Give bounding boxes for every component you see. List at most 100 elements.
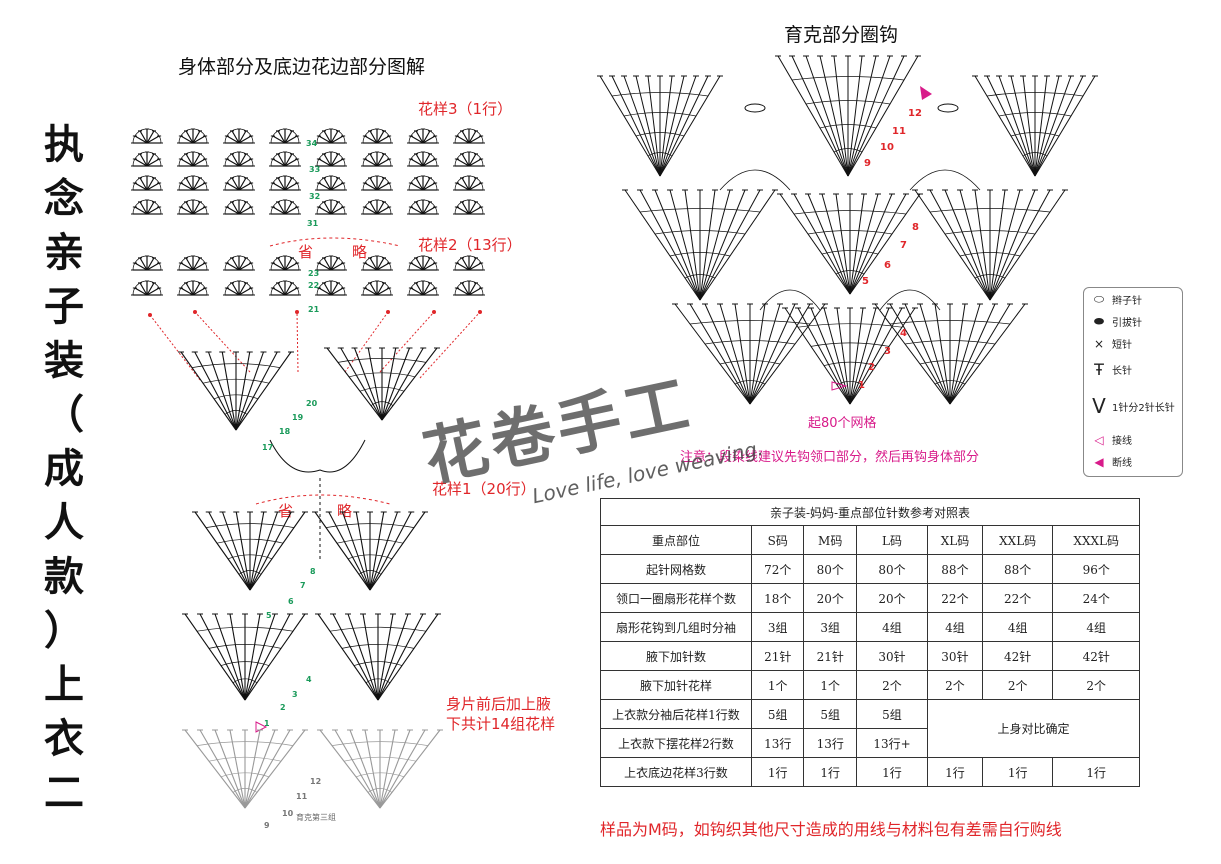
stitch-line (277, 201, 286, 215)
chain-arc (734, 380, 766, 385)
stitch-line (989, 189, 1051, 301)
omit-mark: 略 (337, 502, 353, 520)
stitch-line (377, 613, 394, 701)
chain-arc (689, 320, 811, 325)
chain-arc (359, 386, 405, 392)
table-cell: 1个 (803, 670, 857, 700)
legend-label: 引拔针 (1112, 318, 1142, 329)
chain-arc (367, 788, 393, 793)
stitch-line (319, 729, 381, 809)
legend-item: ⬬引拔针 (1088, 314, 1142, 329)
stitch-line (332, 613, 379, 701)
stitch-line (146, 206, 160, 215)
stitch-line (139, 201, 148, 215)
chain-arc (270, 175, 300, 191)
stitch-line (699, 189, 761, 301)
row-number: 10 (282, 809, 294, 818)
stitch-line (185, 130, 194, 144)
table-cell: 18个 (750, 583, 805, 613)
chain-arc (959, 252, 1021, 257)
vertical-title-char: 子 (44, 283, 84, 330)
vertical-title-char: ） (44, 607, 84, 654)
stitch-line (318, 287, 332, 296)
stitch-line (180, 351, 237, 431)
chain-arc (224, 128, 254, 144)
chain-arc (919, 360, 981, 365)
stitch-line (272, 262, 286, 271)
stitch-line (376, 257, 385, 271)
chain-arc (316, 128, 346, 144)
stitch-line (134, 206, 148, 215)
chain-arc (944, 230, 1036, 235)
omission-arc (255, 494, 391, 505)
row-number: 11 (296, 792, 308, 801)
table-cell: 3组 (803, 612, 857, 642)
row-number: 3 (884, 346, 891, 357)
table-cell: 72个 (750, 554, 805, 584)
stitch-line (180, 135, 194, 144)
chain-arc (370, 401, 394, 406)
stitch-line (669, 189, 701, 301)
stitch-line (244, 613, 291, 701)
table-cell: 腋下加针数 (600, 641, 752, 671)
stitch-line (244, 613, 306, 701)
stitch-line (284, 182, 298, 191)
stitch-line (468, 206, 482, 215)
body-chart-heading: 身体部分及底边花边部分图解 (178, 56, 426, 78)
vertical-title-char: 款 (44, 553, 84, 600)
attention-note: 注意：段染线建议先钩领口部分，然后再钩身体部分 (680, 450, 980, 465)
stitch-line (323, 153, 332, 167)
stitch-line (231, 177, 240, 191)
stitch-line (833, 55, 849, 177)
chain-stitch-icon (744, 103, 766, 113)
stitch-line (139, 257, 148, 271)
chain-arc (358, 570, 382, 575)
stitch-line (422, 262, 436, 271)
brand-watermark: 花卷手工 Love life, love weaving. (417, 366, 765, 508)
stitch-line (456, 206, 470, 215)
pattern-arrow (419, 311, 481, 379)
stitch-line (323, 257, 332, 271)
stitch-line (367, 347, 383, 421)
chain-arc (408, 255, 438, 271)
table-cell: 2个 (927, 670, 983, 700)
stitch-line (184, 613, 246, 701)
stitch-line (974, 189, 991, 301)
stitch-line (146, 153, 155, 167)
stitch-line (377, 613, 439, 701)
stitch-line (369, 177, 378, 191)
stitch-line (376, 182, 390, 191)
stitch-line (415, 201, 424, 215)
table-cell: 20个 (803, 583, 857, 613)
row-number: 19 (292, 413, 304, 422)
legend-label: 断线 (1112, 458, 1132, 469)
chain-arc (270, 128, 300, 144)
stitch-line (284, 257, 293, 271)
arrow-head (478, 310, 482, 314)
stitch-line (146, 262, 160, 271)
stitch-line (749, 303, 826, 405)
stitch-line (849, 307, 916, 405)
stitch-line (146, 182, 160, 191)
row-number: 9 (864, 158, 871, 169)
stitch-line (415, 130, 424, 144)
stitch-line (244, 613, 261, 701)
chain-arc (196, 741, 294, 746)
stitch-line (376, 135, 390, 144)
stitch-line (134, 135, 148, 144)
stitch-line (949, 303, 1026, 405)
chain-arc (220, 661, 270, 666)
chain-arc (408, 280, 438, 296)
stitch-line (611, 75, 661, 177)
stitch-line (199, 729, 246, 809)
stitch-line (353, 347, 383, 421)
chain-arc (224, 199, 254, 215)
table-cell: 1行 (927, 757, 983, 787)
stitch-line (468, 257, 477, 271)
stitch-line (749, 303, 811, 405)
stitch-line (415, 153, 424, 167)
chain-arc (704, 340, 796, 345)
stitch-line (340, 347, 383, 421)
table-cell: 3组 (750, 612, 805, 642)
